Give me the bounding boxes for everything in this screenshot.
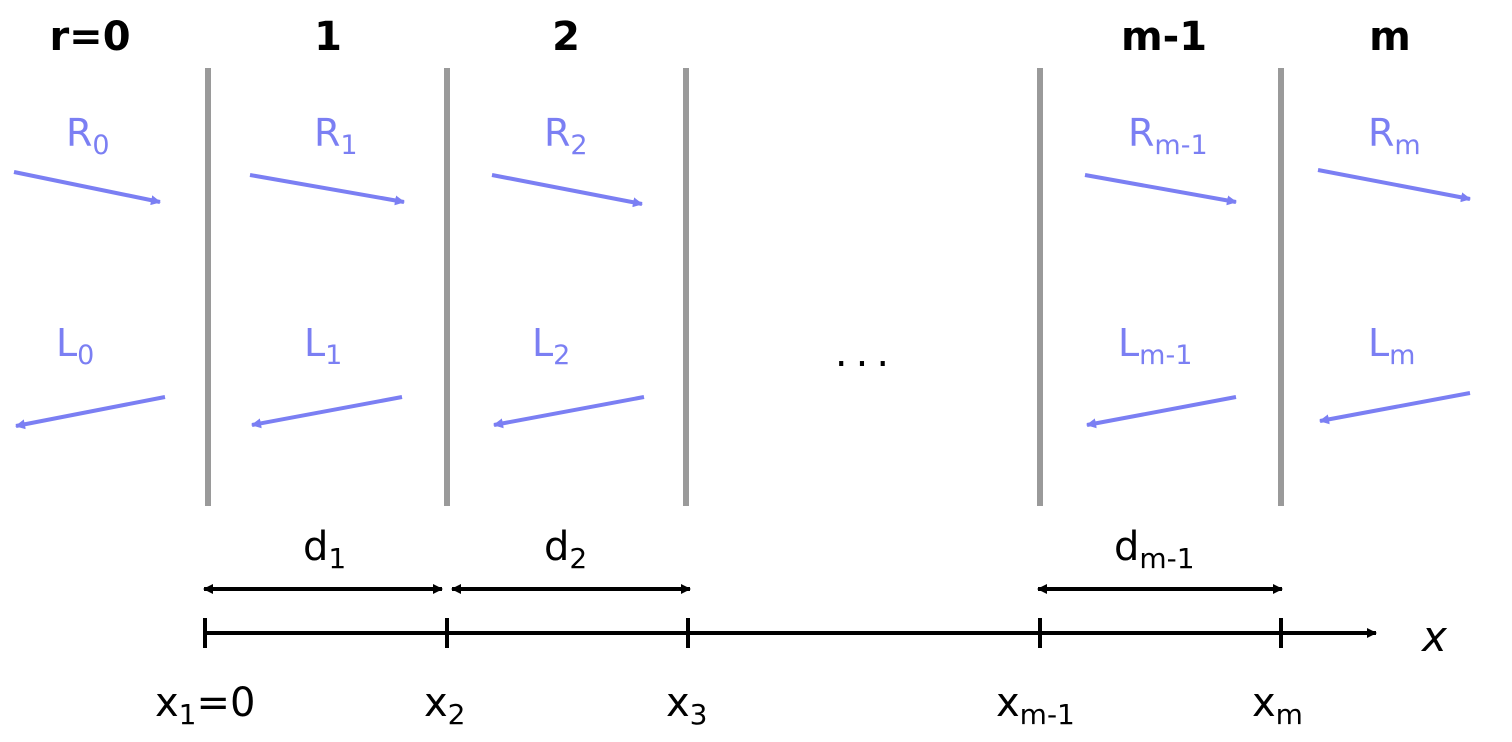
right-arrow-rm1: [1084, 173, 1237, 206]
region-label-rm: m: [1369, 14, 1411, 60]
region-label-r0: r=0: [49, 14, 130, 60]
right-arrow-r1: [249, 173, 405, 206]
wave-label-r1: R1: [314, 111, 358, 161]
x-tick-label-5: xm: [1252, 680, 1303, 731]
wave-label-r2: R2: [544, 111, 588, 161]
wave-label-rm: Rm: [1368, 111, 1421, 161]
interfaces: [205, 68, 1284, 506]
left-arrow-l0: [15, 395, 166, 430]
wave-label-lm: Lm: [1368, 321, 1415, 371]
x-tick-label-4: xm-1: [996, 680, 1075, 731]
left-arrow-l2: [493, 395, 645, 429]
wave-label-lm1: Lm-1: [1118, 321, 1192, 371]
thickness-label-d2: d2: [544, 524, 587, 575]
ellipsis: ...: [835, 330, 897, 376]
x-tick-label-3: x3: [666, 680, 708, 731]
x-tick-label-2: x2: [424, 680, 466, 731]
wave-label-rm1: Rm-1: [1128, 111, 1208, 161]
region-label-r1: 1: [314, 14, 342, 60]
right-arrow-rm: [1317, 168, 1471, 203]
right-arrow-r2: [491, 173, 643, 208]
wave-label-r0: R0: [66, 111, 110, 161]
right-arrow-r0: [13, 170, 161, 206]
thickness-label-d1: d1: [303, 524, 346, 575]
region-label-rm1: m-1: [1121, 14, 1207, 60]
wave-label-l2: L2: [532, 321, 570, 371]
x-axis-name: x: [1420, 612, 1448, 661]
thickness-label-dm1: dm-1: [1114, 524, 1195, 575]
left-arrow-l1: [251, 395, 403, 429]
wave-label-l0: L0: [56, 321, 94, 371]
left-arrow-lm1: [1086, 395, 1237, 429]
left-arrow-lm: [1319, 391, 1471, 425]
x-tick-label-1: x1=0: [155, 680, 255, 731]
region-label-r2: 2: [552, 14, 580, 60]
wave-label-l1: L1: [304, 321, 342, 371]
